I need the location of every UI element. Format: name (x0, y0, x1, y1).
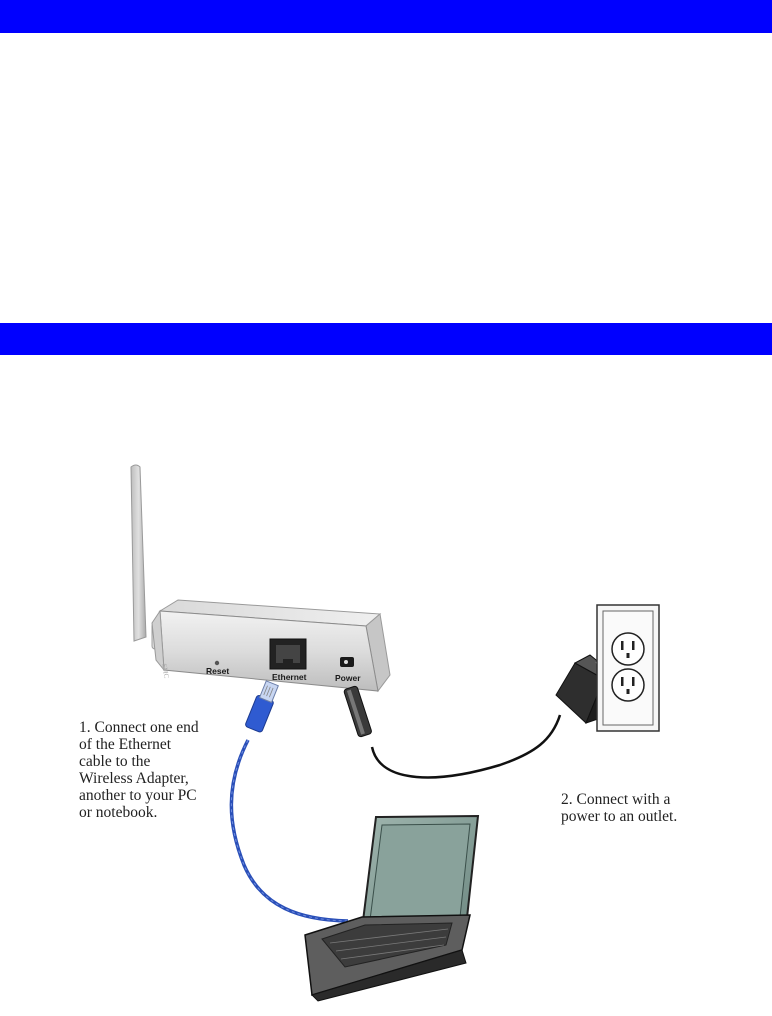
step2-line: 2. Connect with a (561, 791, 671, 808)
step2-line: power to an outlet. (561, 808, 678, 825)
laptop-icon (304, 814, 480, 1002)
connection-illustration: SMC Reset Ethernet Power (130, 464, 660, 1002)
wall-outlet-icon (596, 604, 660, 732)
step1-line: cable to the (79, 753, 151, 770)
wireless-adapter-icon: SMC Reset Ethernet Power (151, 599, 391, 693)
reset-button[interactable] (214, 660, 220, 666)
step1-line: or notebook. (79, 804, 158, 821)
step1-line: of the Ethernet (79, 736, 172, 753)
step1-line: 1. Connect one end (79, 719, 199, 736)
step1-line: Wireless Adapter, (79, 770, 189, 787)
step2-instructions: 2. Connect with a power to an outlet. (561, 791, 677, 825)
power-port[interactable] (340, 657, 354, 667)
power-cable (343, 685, 562, 779)
power-label: Power (335, 673, 361, 683)
reset-label: Reset (206, 666, 229, 676)
ethernet-port[interactable] (269, 638, 307, 670)
step1-instructions: 1. Connect one end of the Ethernet cable… (79, 719, 199, 821)
top-header-bar (0, 0, 772, 33)
section-header-bar (0, 323, 772, 355)
ethernet-plug-icon (245, 680, 279, 733)
ethernet-cable (229, 739, 349, 923)
connection-diagram: SMC Reset Ethernet Power (0, 355, 772, 1016)
svg-text:SMC: SMC (160, 663, 171, 679)
step1-line: another to your PC (79, 787, 197, 804)
ethernet-label: Ethernet (272, 672, 307, 682)
